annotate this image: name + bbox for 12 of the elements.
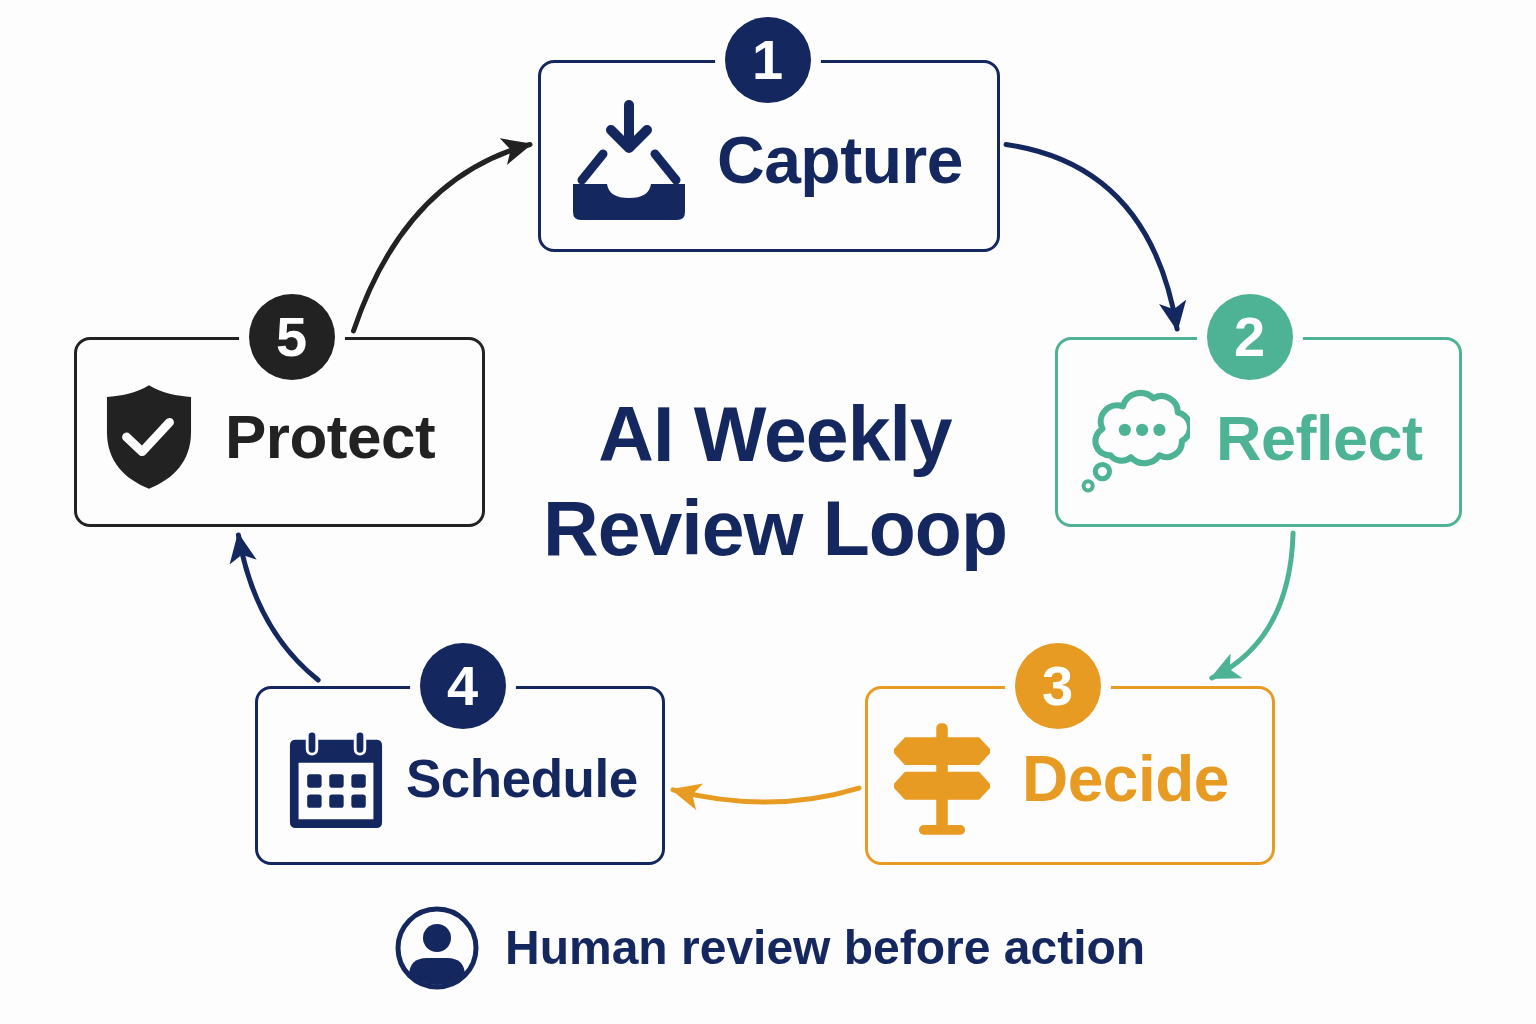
step-label: Reflect bbox=[1216, 404, 1423, 474]
step-label: Capture bbox=[717, 123, 963, 197]
step-label: Decide bbox=[1022, 744, 1229, 815]
arrow bbox=[230, 532, 321, 683]
arrow bbox=[351, 139, 533, 334]
note-text: Human review before action bbox=[505, 922, 1146, 975]
arrow bbox=[1209, 530, 1296, 681]
arrow bbox=[670, 782, 862, 810]
diagram-title: AI Weekly Review Loop bbox=[542, 390, 1008, 573]
step-label: Protect bbox=[225, 402, 436, 472]
step-label: Schedule bbox=[406, 750, 638, 809]
arrow bbox=[1003, 142, 1186, 332]
